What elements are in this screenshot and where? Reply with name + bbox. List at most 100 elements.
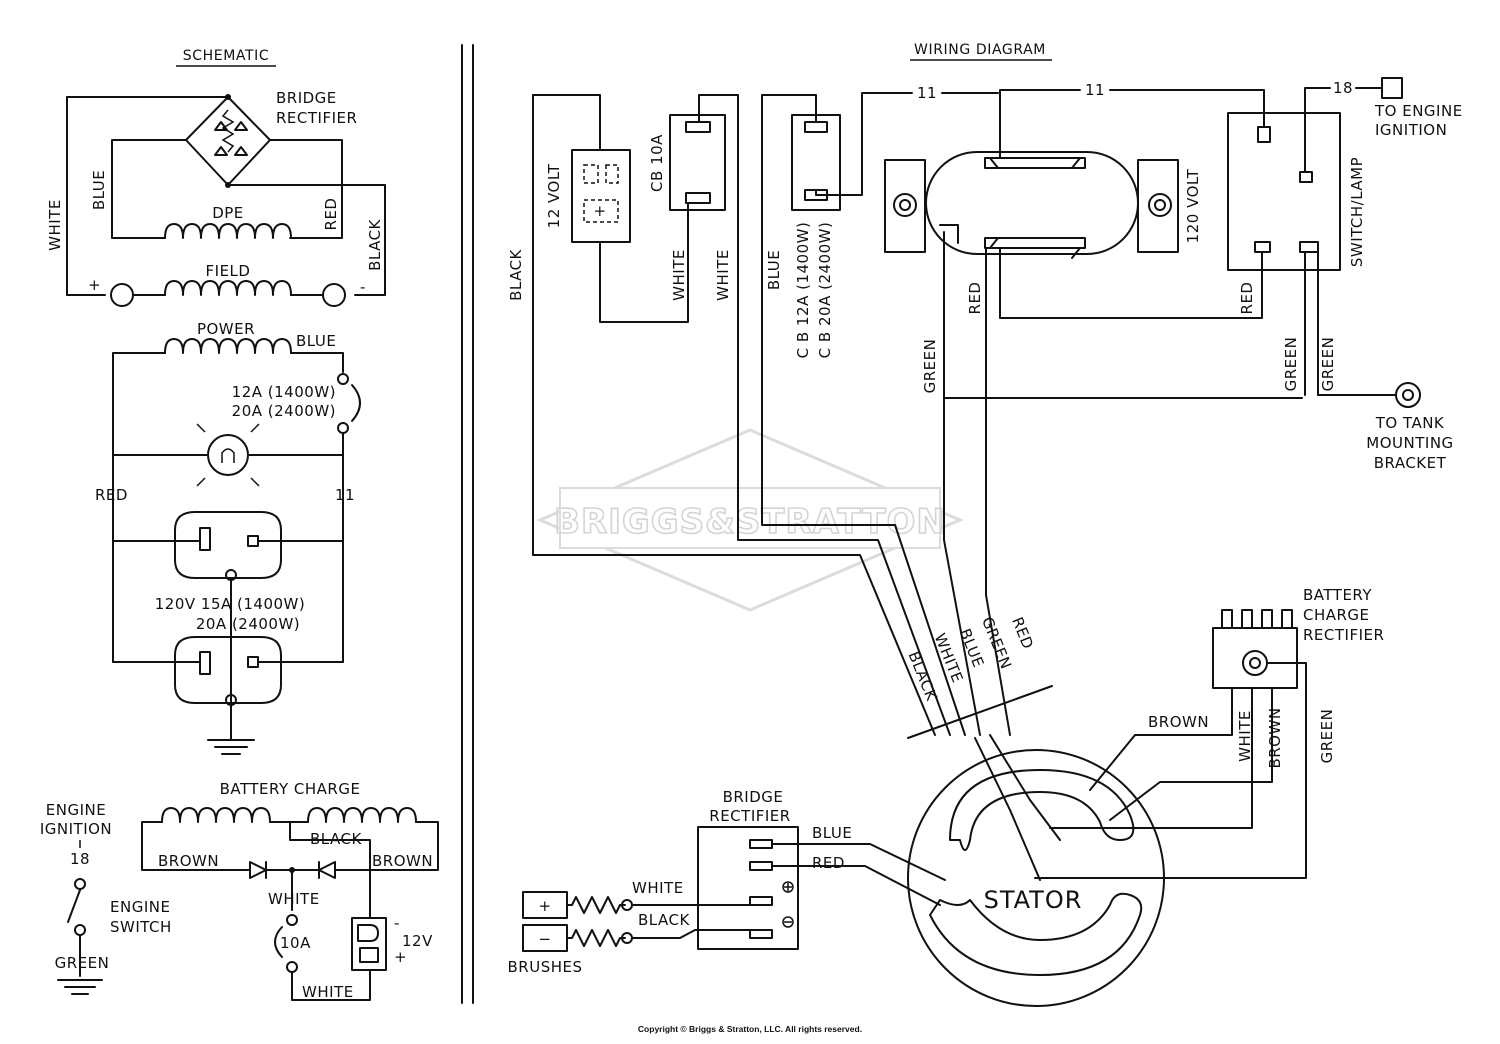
wiring-white-cb: WHITE xyxy=(714,249,732,301)
schematic-breaker-arc xyxy=(351,384,361,422)
wiring-stator: STATOR xyxy=(907,749,1165,1007)
schematic-brown-left-label: BROWN xyxy=(158,852,219,870)
wiring-bcr-green: GREEN xyxy=(1318,709,1336,764)
schematic-ground-symbol xyxy=(207,739,255,755)
schematic-brush-minus xyxy=(322,283,346,307)
schematic-section: BRIDGE RECTIFIER DPE FIELD + - WHITE BLU… xyxy=(40,89,439,1001)
wiring-cb12a-label: C B 12A (1400W) xyxy=(794,222,812,359)
wiring-12v-plus: + xyxy=(593,202,606,220)
wiring-brush-black: BLACK xyxy=(638,911,690,929)
wiring-switch-lamp-label: SWITCH/LAMP xyxy=(1348,157,1366,267)
wiring-brush-spring-1 xyxy=(566,896,626,914)
schematic-battery-volt-label: 12V xyxy=(402,932,433,950)
wiring-red-sw: RED xyxy=(1238,282,1256,315)
wiring-to-engine-ignition-2: IGNITION xyxy=(1375,121,1447,139)
wiring-120v-receptacle xyxy=(884,151,1179,259)
wiring-green-sw-2: GREEN xyxy=(1319,337,1337,392)
schematic-field-coil xyxy=(164,280,292,296)
schematic-dpe-coil xyxy=(164,223,292,239)
wiring-blue-cb: BLUE xyxy=(765,250,783,290)
wiring-12v-receptacle xyxy=(571,149,631,243)
schematic-battery xyxy=(351,917,387,971)
copyright-text: Copyright © Briggs & Stratton, LLC. All … xyxy=(638,1024,862,1034)
wiring-120-volt-label: 120 VOLT xyxy=(1184,168,1202,243)
wiring-wire-11-left-label: 11 xyxy=(917,84,937,102)
schematic-red-wire-label: RED xyxy=(95,486,128,504)
schematic-engine-ignition-1: ENGINE xyxy=(46,801,106,819)
schematic-engine-switch-2: SWITCH xyxy=(110,918,172,936)
wiring-to-engine-ignition-1: TO ENGINE xyxy=(1374,102,1463,120)
schematic-wire-18-label: 18 xyxy=(70,850,90,868)
schematic-white-bottom-label: WHITE xyxy=(302,983,354,1001)
schematic-battery-coil-right xyxy=(307,807,417,823)
wiring-harness-tie xyxy=(907,685,1053,739)
wiring-cb20a-label: C B 20A (2400W) xyxy=(816,222,834,359)
wiring-stator-label: STATOR xyxy=(984,886,1083,914)
wiring-bridge-label-2: RECTIFIER xyxy=(709,807,790,825)
schematic-green-label: GREEN xyxy=(55,954,110,972)
schematic-battery-charge-label: BATTERY CHARGE xyxy=(220,780,361,798)
schematic-dpe-label: DPE xyxy=(212,204,244,222)
schematic-switch-terminal-bottom xyxy=(74,924,86,936)
wiring-bcr-brown-2: BROWN xyxy=(1266,707,1284,768)
wiring-switch-lamp xyxy=(1227,112,1341,271)
schematic-engine-switch-1: ENGINE xyxy=(110,898,170,916)
wiring-battery-charge-rectifier xyxy=(1212,609,1298,701)
schematic-power-label: POWER xyxy=(197,320,255,338)
wiring-brush-minus-label: − xyxy=(538,930,551,948)
wiring-brush-spring-2 xyxy=(566,929,626,947)
wiring-bcr-label-2: CHARGE xyxy=(1303,606,1370,624)
schematic-white-wire-label: WHITE xyxy=(268,890,320,908)
schematic-breaker-label-1: 12A (1400W) xyxy=(232,383,336,401)
wiring-brushes-label: BRUSHES xyxy=(508,958,583,976)
wiring-bcr-brown-1: BROWN xyxy=(1148,713,1209,731)
schematic-field-label: FIELD xyxy=(206,262,251,280)
schematic-lamp xyxy=(207,434,249,476)
schematic-plus-label: + xyxy=(88,276,101,294)
wiring-brush-white: WHITE xyxy=(632,879,684,897)
wiring-white-12v: WHITE xyxy=(670,249,688,301)
schematic-battery-plus-label: + xyxy=(394,948,407,966)
schematic-fuse-terminal-bottom xyxy=(286,961,298,973)
wiring-bcr-label-3: RECTIFIER xyxy=(1303,626,1384,644)
wiring-12-volt-label: 12 VOLT xyxy=(545,163,563,228)
schematic-fuse-terminal-top xyxy=(286,914,298,926)
schematic-bridge-label-2: RECTIFIER xyxy=(276,109,357,127)
wiring-to-tank-3: BRACKET xyxy=(1374,454,1447,472)
schematic-red-label: RED xyxy=(322,198,340,231)
wiring-bridge-rectifier xyxy=(697,826,799,950)
schematic-diode-left xyxy=(249,861,267,879)
schematic-title: SCHEMATIC xyxy=(183,48,269,64)
schematic-black-wire-label: BLACK xyxy=(310,830,362,848)
schematic-11-label: 11 xyxy=(335,486,355,504)
wiring-bcr-label-1: BATTERY xyxy=(1303,586,1372,604)
wiring-ignition-connector xyxy=(1381,77,1403,99)
wiring-green-sw-1: GREEN xyxy=(1282,337,1300,392)
schematic-breaker-terminal-top xyxy=(337,373,349,385)
wiring-diagram-title: WIRING DIAGRAM xyxy=(914,42,1046,58)
wiring-harness-red: RED xyxy=(1008,614,1037,651)
schematic-brush-plus xyxy=(110,283,134,307)
schematic-brown-right-label: BROWN xyxy=(372,852,433,870)
schematic-bridge-label-1: BRIDGE xyxy=(276,89,337,107)
schematic-diode-right xyxy=(318,861,336,879)
wiring-cb10a xyxy=(669,114,726,211)
wiring-brush-plus-label: + xyxy=(538,897,551,915)
schematic-black-label: BLACK xyxy=(366,218,384,270)
wiring-tank-terminal xyxy=(1395,382,1421,408)
schematic-power-coil xyxy=(164,338,292,354)
schematic-battery-coil-left xyxy=(161,807,271,823)
wiring-wire-11-right-label: 11 xyxy=(1085,81,1105,99)
wiring-to-tank-1: TO TANK xyxy=(1375,414,1445,432)
wiring-to-tank-2: MOUNTING xyxy=(1366,434,1453,452)
schematic-engine-ignition-2: IGNITION xyxy=(40,820,112,838)
schematic-minus-label: - xyxy=(360,278,366,296)
wiring-cb10a-label: CB 10A xyxy=(648,134,666,192)
watermark-text: BRIGGS&STRATTON xyxy=(554,502,946,542)
schematic-receptacle-bottom xyxy=(174,636,282,706)
schematic-fuse-label: 10A xyxy=(280,934,311,952)
wiring-wire-18-label: 18 xyxy=(1333,79,1353,97)
wiring-bridge-blue: BLUE xyxy=(812,824,852,842)
